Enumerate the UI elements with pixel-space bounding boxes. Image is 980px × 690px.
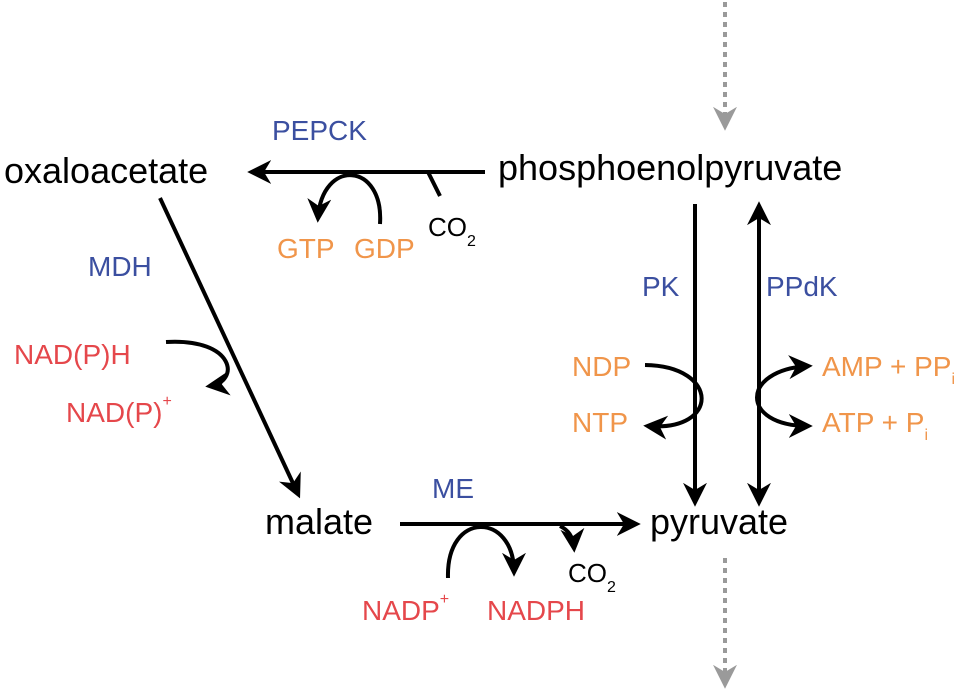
- metabolite-oxaloacetate: oxaloacetate: [4, 150, 208, 191]
- cofactor-co2-pepck: CO2: [428, 212, 476, 250]
- me-co2-branch: [559, 524, 585, 553]
- cofactor-ndp: NDP: [572, 351, 631, 382]
- enzyme-me: ME: [432, 473, 474, 504]
- mdh-reaction-arrow: [158, 197, 301, 499]
- cofactor-gdp: GDP: [354, 233, 415, 264]
- pepck-gdp-gtp-curve: [307, 173, 383, 225]
- enzyme-ppdk: PPdK: [766, 271, 838, 302]
- metabolite-phosphoenolpyruvate: phosphoenolpyruvate: [498, 147, 842, 188]
- cofactor-ntp: NTP: [572, 407, 628, 438]
- cofactor-nadp-mdh: NAD(P)+: [66, 393, 172, 428]
- enzyme-mdh: MDH: [88, 251, 152, 282]
- metabolite-pyruvate: pyruvate: [650, 501, 788, 542]
- cofactor-atp-pi: ATP + Pi: [822, 407, 928, 444]
- cofactor-gtp: GTP: [277, 233, 335, 264]
- cofactor-co2-me: CO2: [568, 558, 616, 596]
- cofactor-nadph-mdh: NAD(P)H: [14, 339, 131, 370]
- enzyme-pk: PK: [642, 271, 680, 302]
- cofactor-amp-ppi: AMP + PPi: [822, 351, 955, 388]
- metabolite-malate: malate: [265, 501, 373, 542]
- pepck-co2-branch: [426, 171, 442, 197]
- enzyme-pepck: PEPCK: [272, 115, 367, 146]
- cofactor-nadp: NADP+: [362, 591, 449, 626]
- me-nadp-nadph-curve: [445, 525, 526, 579]
- cofactor-nadph: NADPH: [487, 595, 585, 626]
- pk-ndp-ntp-curve: [643, 363, 704, 440]
- ppdk-amp-atp-curve: [755, 355, 813, 438]
- mdh-nadph-curve: [165, 339, 231, 396]
